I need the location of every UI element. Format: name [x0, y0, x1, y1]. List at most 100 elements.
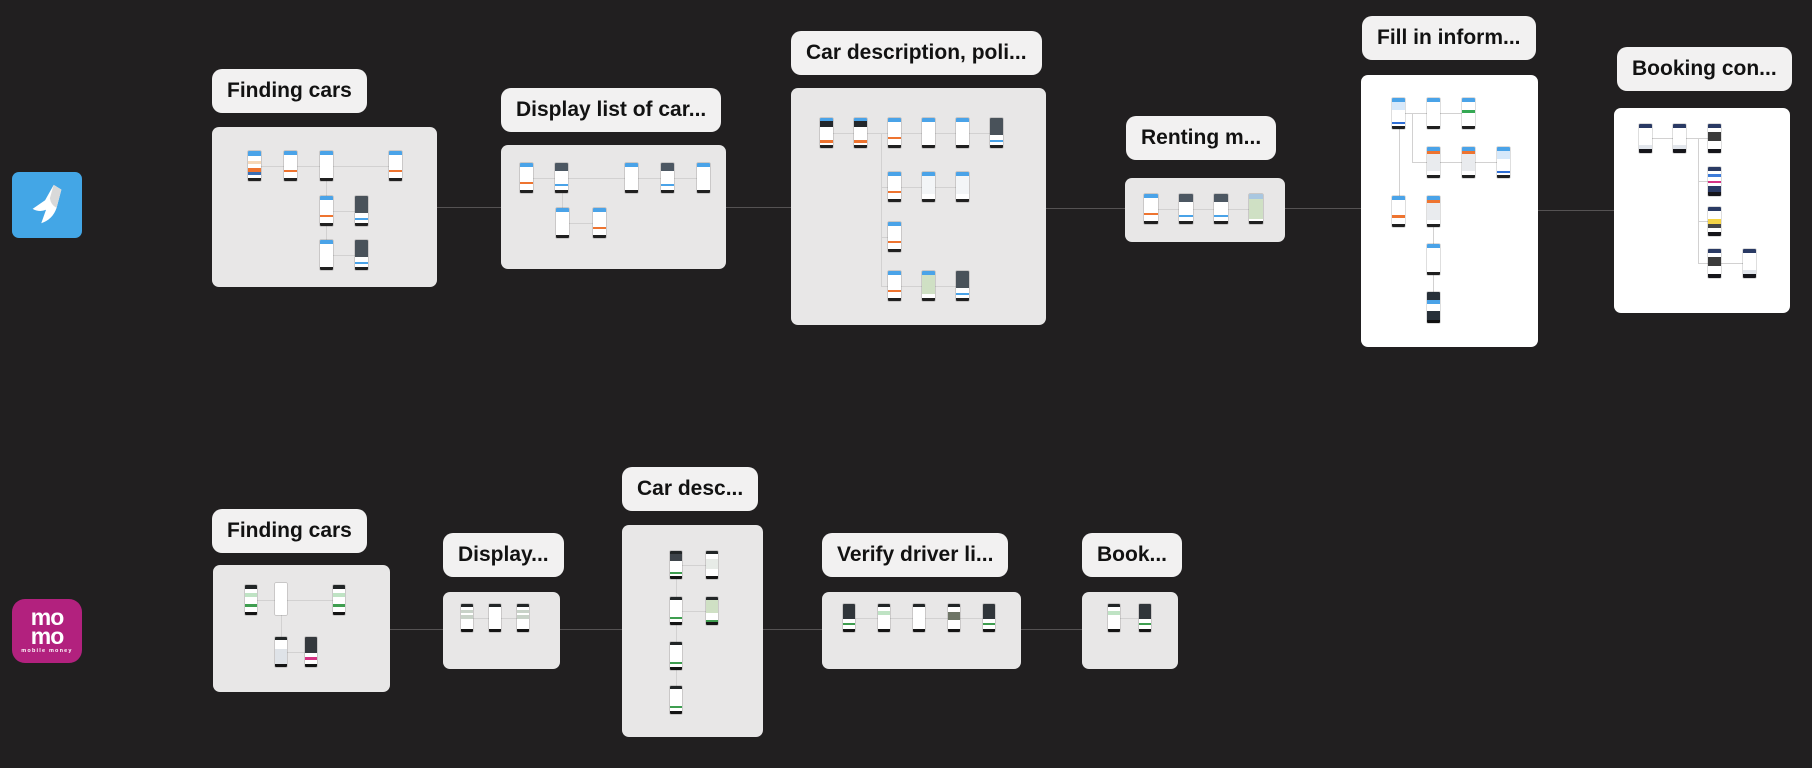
screen-thumbnail[interactable]: [1708, 124, 1721, 153]
flow-link-line: [1698, 181, 1708, 182]
screen-thumbnail[interactable]: [1108, 604, 1120, 632]
screen-thumbnail[interactable]: [948, 604, 960, 632]
flow-container-t-display-list[interactable]: [501, 145, 726, 269]
flow-link-line: [257, 600, 333, 601]
section-label-m-booking[interactable]: Book...: [1082, 533, 1183, 577]
section-label-t-booking-confirmation[interactable]: Booking con...: [1617, 47, 1792, 91]
momo-logo[interactable]: mo mo mobile money: [12, 599, 82, 663]
screen-thumbnail[interactable]: [1249, 194, 1263, 224]
screen-thumbnail[interactable]: [593, 208, 606, 238]
screen-thumbnail[interactable]: [1427, 196, 1440, 227]
screen-thumbnail[interactable]: [1427, 292, 1440, 323]
flow-link-line: [881, 187, 956, 188]
screen-thumbnail[interactable]: [320, 196, 333, 226]
section-label-t-finding-cars[interactable]: Finding cars: [212, 69, 367, 113]
screen-thumbnail[interactable]: [706, 597, 718, 625]
screen-thumbnail[interactable]: [1427, 244, 1440, 275]
screen-thumbnail[interactable]: [697, 163, 710, 193]
screen-thumbnail[interactable]: [854, 118, 867, 148]
screen-thumbnail[interactable]: [1639, 124, 1652, 153]
screen-thumbnail[interactable]: [956, 172, 969, 202]
screen-thumbnail[interactable]: [913, 604, 925, 632]
screen-thumbnail[interactable]: [922, 271, 935, 301]
screen-thumbnail[interactable]: [888, 118, 901, 148]
traveloka-logo[interactable]: [12, 172, 82, 238]
flow-container-t-car-description[interactable]: [791, 88, 1046, 325]
screen-thumbnail[interactable]: [843, 604, 855, 632]
screen-thumbnail[interactable]: [888, 222, 901, 252]
screen-thumbnail[interactable]: [1214, 194, 1228, 224]
screen-thumbnail[interactable]: [461, 604, 473, 632]
section-label-m-finding-cars[interactable]: Finding cars: [212, 509, 367, 553]
screen-thumbnail[interactable]: [355, 196, 368, 226]
section-label-m-display[interactable]: Display...: [443, 533, 564, 577]
screen-thumbnail[interactable]: [520, 163, 533, 193]
screen-thumbnail[interactable]: [820, 118, 833, 148]
screen-thumbnail[interactable]: [1427, 98, 1440, 129]
screen-thumbnail[interactable]: [1708, 207, 1721, 236]
screen-thumbnail[interactable]: [305, 637, 317, 667]
screen-thumbnail[interactable]: [670, 551, 682, 579]
screen-thumbnail[interactable]: [1392, 98, 1405, 129]
screen-thumbnail[interactable]: [878, 604, 890, 632]
screen-thumbnail[interactable]: [489, 604, 501, 632]
screen-thumbnail[interactable]: [1427, 147, 1440, 178]
momo-logo-subtext: mobile money: [21, 648, 73, 654]
flow-container-m-booking[interactable]: [1082, 592, 1178, 669]
screen-thumbnail[interactable]: [625, 163, 638, 193]
screen-thumbnail[interactable]: [1708, 249, 1721, 278]
screen-thumbnail[interactable]: [284, 151, 297, 181]
section-label-t-car-description[interactable]: Car description, poli...: [791, 31, 1042, 75]
screen-thumbnail[interactable]: [245, 585, 257, 615]
flow-link-line: [326, 211, 355, 212]
screen-thumbnail[interactable]: [1743, 249, 1756, 278]
screen-thumbnail[interactable]: [990, 118, 1003, 148]
screen-thumbnail[interactable]: [956, 271, 969, 301]
screen-thumbnail[interactable]: [670, 686, 682, 714]
screen-thumbnail[interactable]: [1462, 98, 1475, 129]
section-label-t-renting[interactable]: Renting m...: [1126, 116, 1277, 160]
screen-thumbnail[interactable]: [275, 637, 287, 667]
screen-thumbnail[interactable]: [555, 163, 568, 193]
screen-thumbnail[interactable]: [320, 151, 333, 181]
screen-thumbnail[interactable]: [333, 585, 345, 615]
screen-thumbnail[interactable]: [355, 240, 368, 270]
screen-thumbnail[interactable]: [670, 642, 682, 670]
screen-thumbnail[interactable]: [320, 240, 333, 270]
screen-thumbnail[interactable]: [1462, 147, 1475, 178]
section-label-t-fill-in-information[interactable]: Fill in inform...: [1362, 16, 1536, 60]
screen-thumbnail[interactable]: [1708, 167, 1721, 196]
screen-thumbnail[interactable]: [1139, 604, 1151, 632]
flow-link-line: [1399, 129, 1400, 211]
screen-thumbnail[interactable]: [888, 172, 901, 202]
flow-container-m-finding-cars[interactable]: [213, 565, 390, 692]
connector-line: [1285, 208, 1361, 209]
flow-link-line: [281, 652, 305, 653]
flow-container-t-fill-in-information[interactable]: [1361, 75, 1538, 347]
screen-thumbnail[interactable]: [1673, 124, 1686, 153]
screen-thumbnail[interactable]: [1144, 194, 1158, 224]
screen-thumbnail[interactable]: [661, 163, 674, 193]
section-label-t-display-list[interactable]: Display list of car...: [501, 88, 722, 132]
screen-thumbnail[interactable]: [1179, 194, 1193, 224]
section-label-m-car-description[interactable]: Car desc...: [622, 467, 759, 511]
screen-thumbnail[interactable]: [706, 551, 718, 579]
screen-thumbnail[interactable]: [983, 604, 995, 632]
flow-container-m-car-description[interactable]: [622, 525, 763, 737]
flow-link-line: [326, 255, 355, 256]
screen-thumbnail[interactable]: [556, 208, 569, 238]
screen-thumbnail[interactable]: [1497, 147, 1510, 178]
flow-link-line: [676, 611, 706, 612]
screen-thumbnail[interactable]: [956, 118, 969, 148]
screen-thumbnail[interactable]: [670, 597, 682, 625]
screen-thumbnail[interactable]: [1392, 196, 1405, 227]
screen-thumbnail[interactable]: [275, 583, 287, 615]
screen-thumbnail[interactable]: [389, 151, 402, 181]
section-label-m-verify-driver-license[interactable]: Verify driver li...: [822, 533, 1009, 577]
screen-thumbnail[interactable]: [517, 604, 529, 632]
screen-thumbnail[interactable]: [922, 172, 935, 202]
screen-thumbnail[interactable]: [888, 271, 901, 301]
flow-link-line: [676, 565, 706, 566]
screen-thumbnail[interactable]: [922, 118, 935, 148]
screen-thumbnail[interactable]: [248, 151, 261, 181]
